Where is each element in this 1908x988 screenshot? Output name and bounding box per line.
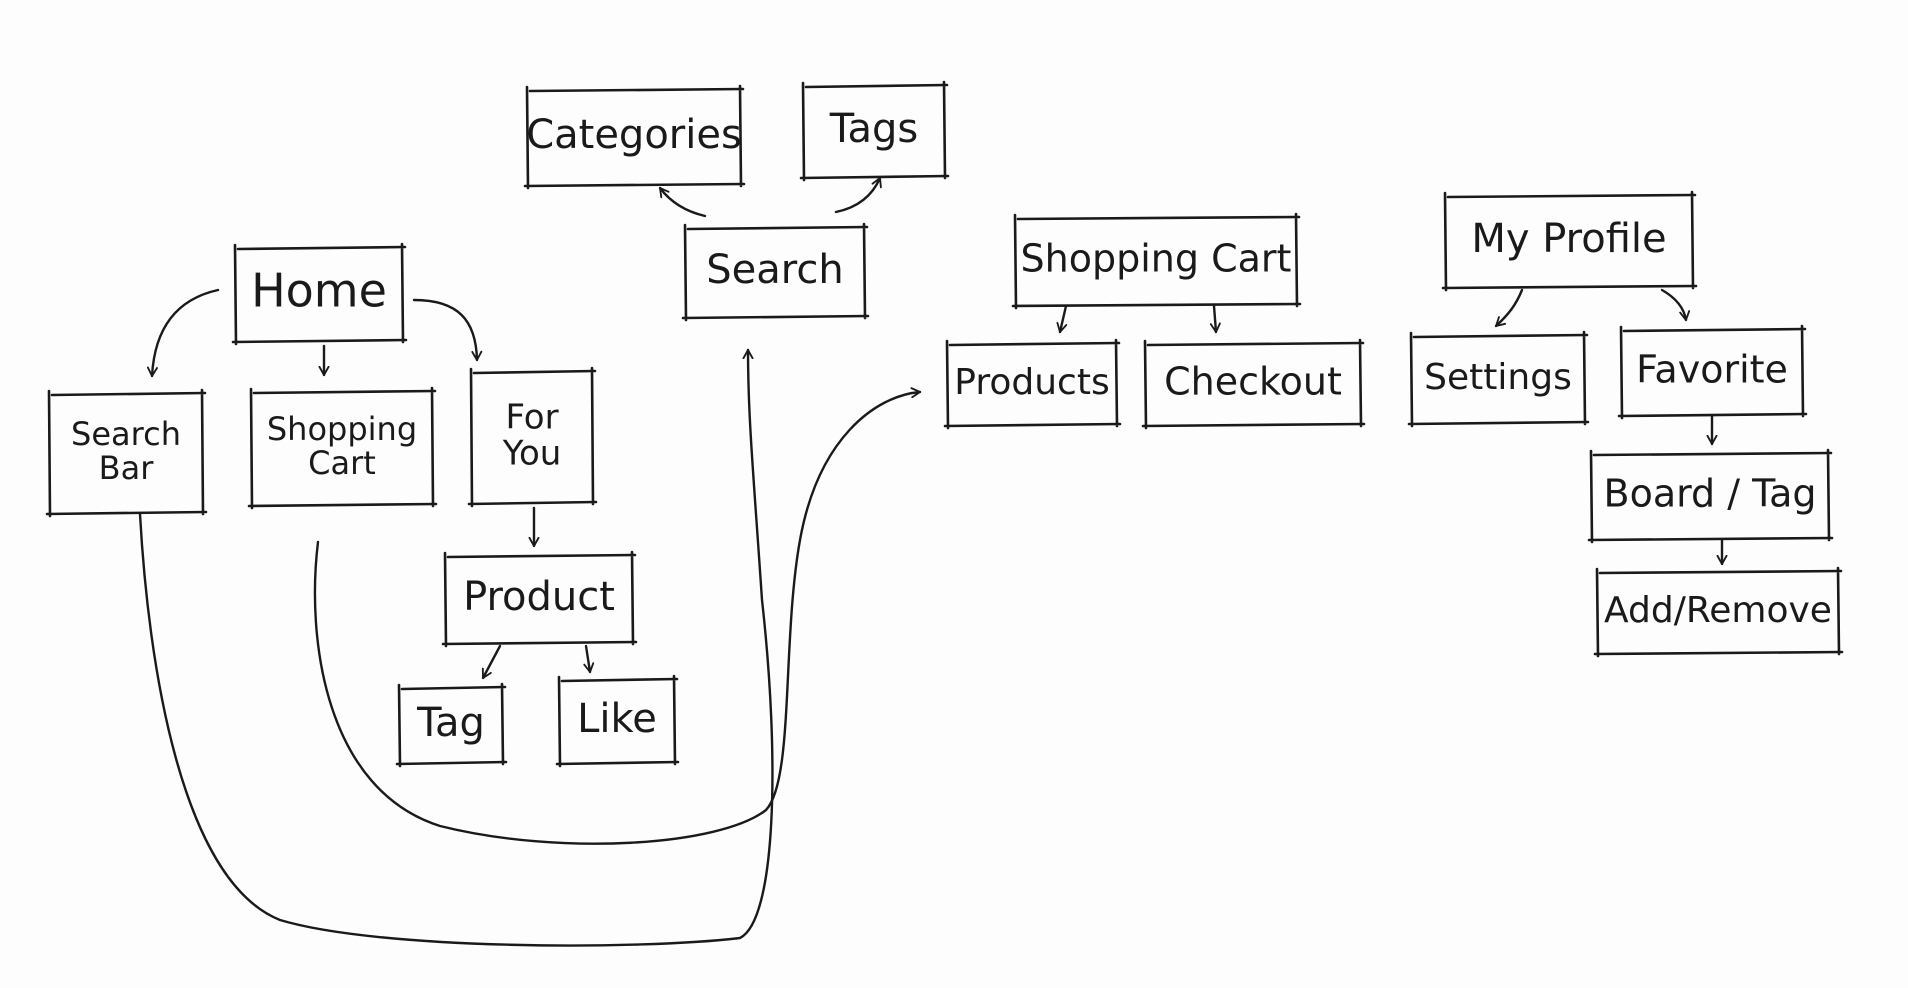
edge-product-to-tag bbox=[481, 644, 502, 680]
node-box-shopping-cart bbox=[1011, 212, 1302, 310]
node-label-search-bar-line-1: Search bbox=[71, 415, 181, 453]
node-label-products: Products bbox=[954, 362, 1109, 403]
node-like: Like bbox=[555, 674, 680, 768]
node-label-my-profile: My Profile bbox=[1471, 216, 1666, 262]
node-tag: Tag bbox=[395, 682, 508, 768]
node-box-for-you bbox=[467, 366, 598, 508]
node-label-tags: Tags bbox=[829, 106, 919, 152]
node-label-checkout: Checkout bbox=[1164, 360, 1342, 404]
node-box-settings bbox=[1407, 330, 1590, 428]
node-label-add-remove: Add/Remove bbox=[1604, 590, 1832, 631]
node-box-like bbox=[555, 674, 680, 768]
node-label-board-tag: Board / Tag bbox=[1604, 472, 1817, 516]
node-label-for-you-line-1: For bbox=[505, 398, 558, 438]
node-product: Product bbox=[441, 550, 638, 648]
node-box-board-tag bbox=[1587, 448, 1834, 544]
node-tags: Tags bbox=[799, 80, 950, 182]
node-label-search: Search bbox=[706, 247, 843, 293]
edge-search-bar-to-search bbox=[138, 348, 774, 947]
node-box-home-shopping-cart bbox=[247, 386, 438, 510]
node-label-like: Like bbox=[577, 696, 657, 742]
edge-my-profile-to-settings bbox=[1494, 288, 1524, 328]
edge-product-to-like bbox=[583, 644, 595, 674]
node-products: Products bbox=[943, 338, 1122, 430]
node-label-settings: Settings bbox=[1424, 357, 1572, 398]
edge-home-to-for-you bbox=[412, 298, 483, 362]
edge-shopping-cart-to-checkout bbox=[1209, 304, 1221, 334]
node-checkout: Checkout bbox=[1141, 338, 1366, 430]
node-board-tag: Board / Tag bbox=[1587, 448, 1834, 544]
node-label-search-bar-line-2: Bar bbox=[99, 449, 155, 487]
node-box-checkout bbox=[1141, 338, 1366, 430]
node-box-tag bbox=[395, 682, 508, 768]
node-categories: Categories bbox=[523, 84, 746, 190]
node-label-home-shopping-cart-line-1: Shopping bbox=[267, 410, 417, 448]
node-box-add-remove bbox=[1593, 566, 1844, 658]
node-label-home: Home bbox=[251, 264, 387, 318]
node-box-search bbox=[681, 222, 870, 322]
edges-layer bbox=[138, 176, 1728, 947]
node-settings: Settings bbox=[1407, 330, 1590, 428]
node-label-for-you-line-2: You bbox=[502, 433, 562, 473]
node-shopping-cart: Shopping Cart bbox=[1011, 212, 1302, 310]
node-box-home bbox=[231, 242, 408, 346]
node-label-favorite: Favorite bbox=[1636, 348, 1788, 392]
edge-my-profile-to-favorite bbox=[1660, 288, 1691, 322]
edge-home-to-search-bar bbox=[146, 288, 220, 378]
node-box-my-profile bbox=[1441, 190, 1698, 292]
node-add-remove: Add/Remove bbox=[1593, 566, 1844, 658]
node-box-tags bbox=[799, 80, 950, 182]
node-label-home-shopping-cart-line-2: Cart bbox=[308, 444, 376, 482]
node-my-profile: My Profile bbox=[1441, 190, 1698, 292]
edge-search-to-tags bbox=[834, 176, 882, 214]
node-label-tag: Tag bbox=[416, 700, 485, 746]
node-box-favorite bbox=[1617, 324, 1808, 420]
node-box-product bbox=[441, 550, 638, 648]
edge-shopping-cart-to-products bbox=[1056, 304, 1068, 334]
node-label-shopping-cart: Shopping Cart bbox=[1021, 237, 1292, 281]
node-label-product: Product bbox=[463, 574, 615, 620]
node-box-products bbox=[943, 338, 1122, 430]
node-search: Search bbox=[681, 222, 870, 322]
edge-search-to-categories bbox=[658, 186, 707, 218]
node-box-categories bbox=[523, 84, 746, 190]
node-box-search-bar bbox=[45, 388, 208, 518]
node-label-categories: Categories bbox=[526, 112, 742, 158]
node-home: Home bbox=[231, 242, 408, 346]
node-favorite: Favorite bbox=[1617, 324, 1808, 420]
edge-home-shopping-cart-to-products bbox=[313, 387, 922, 845]
